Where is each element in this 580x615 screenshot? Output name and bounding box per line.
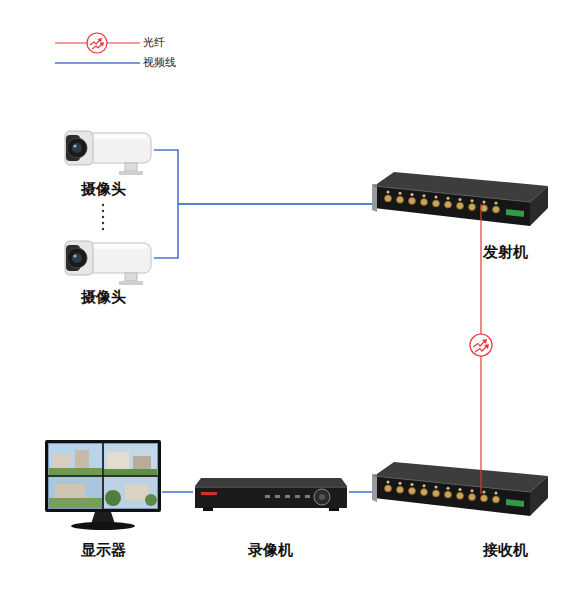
legend-label: 视频线	[143, 56, 176, 70]
recorder-led	[201, 492, 217, 495]
recorder-foot	[329, 508, 339, 511]
screen-sky	[49, 477, 102, 508]
legend-label: 光纤	[143, 36, 165, 50]
ellipsis-dots	[102, 204, 104, 230]
ellipsis-dots	[102, 216, 104, 218]
screen-tree	[105, 490, 121, 506]
video-cable	[154, 150, 372, 204]
video-cable	[349, 491, 372, 493]
receiver-node: 接收机	[372, 456, 548, 562]
fiber-symbol-head	[100, 42, 105, 47]
ellipsis-dots	[102, 204, 104, 206]
fiber-symbol-arrow	[475, 347, 487, 353]
recorder-buttons	[285, 495, 290, 498]
recorder-buttons	[305, 495, 310, 498]
transmitter-illustration	[372, 172, 548, 226]
fiber-symbol-ring	[87, 33, 107, 53]
screen-tree	[145, 494, 157, 506]
monitor-node: 显示器	[40, 436, 162, 562]
recorder-knob	[314, 489, 330, 505]
recorder-foot	[203, 508, 213, 511]
screen-divider	[48, 475, 158, 477]
recorder-buttons	[295, 495, 300, 498]
recorder-front	[195, 486, 347, 508]
ellipsis-dots	[102, 228, 104, 230]
screen-building	[75, 450, 89, 471]
fiber-symbol	[470, 334, 492, 356]
recorder-top	[195, 478, 347, 486]
legend-video-line	[55, 62, 140, 64]
screen-sky	[104, 477, 157, 508]
screen-greenery	[49, 468, 102, 475]
screen-greenery	[104, 469, 157, 475]
fiber-symbol-arrow	[92, 44, 102, 49]
recorder-edge	[195, 486, 347, 488]
recorder-node: 录像机	[193, 470, 349, 562]
fiber-symbol-head	[484, 344, 489, 349]
node-label: 摄像头	[81, 180, 126, 198]
recorder-buttons	[265, 495, 310, 498]
fiber-line	[480, 264, 481, 456]
camera-node: 摄像头	[58, 122, 154, 200]
fiber-symbol-head	[482, 339, 487, 344]
screen-greenery	[49, 498, 102, 508]
video-cable	[162, 491, 193, 493]
fiber-port-lead	[480, 204, 481, 264]
node-label: 录像机	[248, 541, 293, 559]
monitor-base	[71, 522, 135, 530]
monitor-bezel	[45, 440, 161, 512]
screen-building	[133, 456, 151, 471]
ellipsis-dots	[102, 222, 104, 224]
screen-sky	[49, 444, 102, 475]
monitor-screen	[48, 443, 158, 509]
fiber-symbol-ring	[470, 334, 492, 356]
ellipsis-dots	[102, 210, 104, 212]
recorder-knob-center	[319, 494, 325, 500]
node-label: 接收机	[483, 541, 528, 559]
fiber-symbol-head	[98, 38, 103, 43]
screen-sky	[104, 444, 157, 475]
fiber-symbol-arrow	[90, 40, 100, 45]
fiber-symbol	[87, 33, 107, 53]
transmitter-node: 发射机	[372, 168, 548, 264]
receiver-illustration	[372, 462, 548, 516]
node-label: 显示器	[81, 541, 126, 559]
video-cable	[154, 204, 372, 258]
screen-building	[125, 485, 149, 500]
screen-building	[55, 484, 85, 500]
screen-building	[107, 452, 129, 471]
recorder-illustration	[195, 478, 347, 511]
monitor-illustration	[45, 440, 161, 530]
recorder-buttons	[265, 495, 270, 498]
fiber-port-lead	[480, 456, 481, 494]
node-label: 发射机	[483, 243, 528, 261]
camera-illustration	[65, 241, 151, 285]
recorder-buttons	[275, 495, 280, 498]
fiber-symbol-arrow	[473, 342, 485, 348]
camera-illustration	[65, 131, 151, 175]
camera-node: 摄像头	[58, 232, 154, 310]
node-label: 摄像头	[81, 288, 126, 306]
